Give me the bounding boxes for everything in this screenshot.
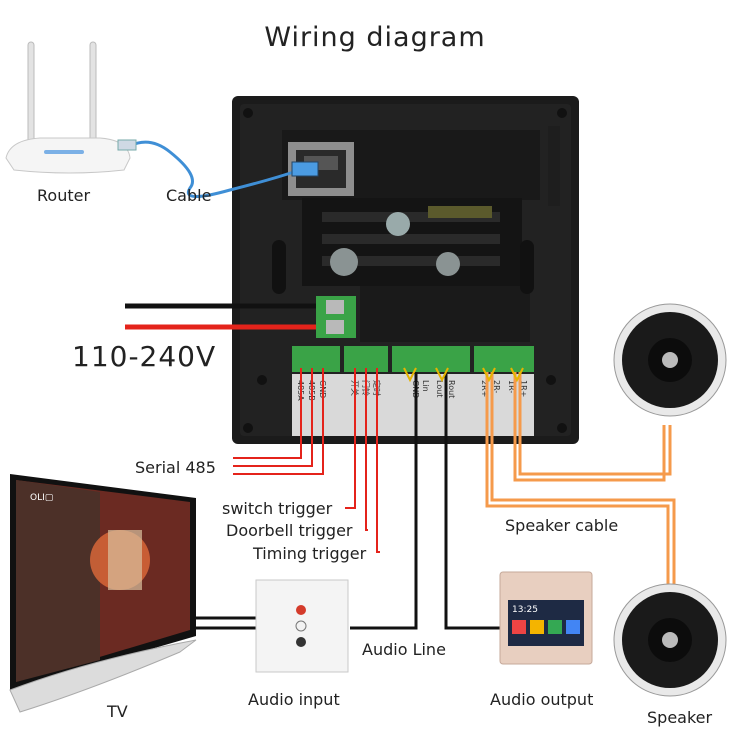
speaker-label: Speaker [647, 708, 713, 727]
ethernet-cable [129, 140, 301, 198]
terminal-blocks [292, 346, 534, 436]
switch-trigger-label: switch trigger [222, 499, 333, 518]
serial-485-label: Serial 485 [135, 458, 216, 477]
terminal-label: 1R+ [519, 380, 528, 397]
rj45-plug-left-icon [117, 139, 137, 151]
speaker-top-icon [613, 303, 727, 417]
tv-logo: OLI▢ [30, 493, 53, 503]
audio-line-wires [195, 372, 500, 630]
panel-clock: 13:25 [512, 605, 538, 615]
speaker-bottom-icon [613, 583, 727, 697]
terminal-label: 2R+ [480, 380, 489, 397]
timing-trigger-label: Timing trigger [253, 544, 367, 563]
speaker-cables [485, 372, 676, 588]
voltage-label: 110-240V [72, 340, 217, 373]
tv-label: TV [107, 702, 128, 721]
audio-output-label: Audio output [490, 690, 594, 709]
ethernet-port [288, 142, 354, 196]
doorbell-trigger-label: Doorbell trigger [226, 521, 353, 540]
terminal-label: Lin [421, 380, 430, 392]
audio-line-label: Audio Line [362, 640, 446, 659]
rj45-plug-right-icon [291, 161, 319, 177]
cable-label: Cable [166, 186, 212, 205]
audio-input-label: Audio input [248, 690, 340, 709]
router-icon [5, 41, 131, 174]
power-wires [125, 296, 356, 338]
tv-icon: OLI▢ [9, 474, 197, 713]
terminal-label: Lout [435, 380, 444, 397]
audio-input-plate-icon [255, 579, 349, 673]
wire-connectors [403, 367, 524, 383]
page-title: Wiring diagram [264, 22, 486, 53]
terminal-label: 2R- [492, 380, 501, 393]
audio-output-panel-icon: 13:25 [499, 571, 593, 665]
speaker-cable-label: Speaker cable [505, 516, 619, 535]
terminal-label: Rout [447, 380, 456, 398]
terminal-label: 1R- [507, 380, 516, 393]
signal-wires [233, 368, 380, 553]
router-label: Router [37, 186, 91, 205]
